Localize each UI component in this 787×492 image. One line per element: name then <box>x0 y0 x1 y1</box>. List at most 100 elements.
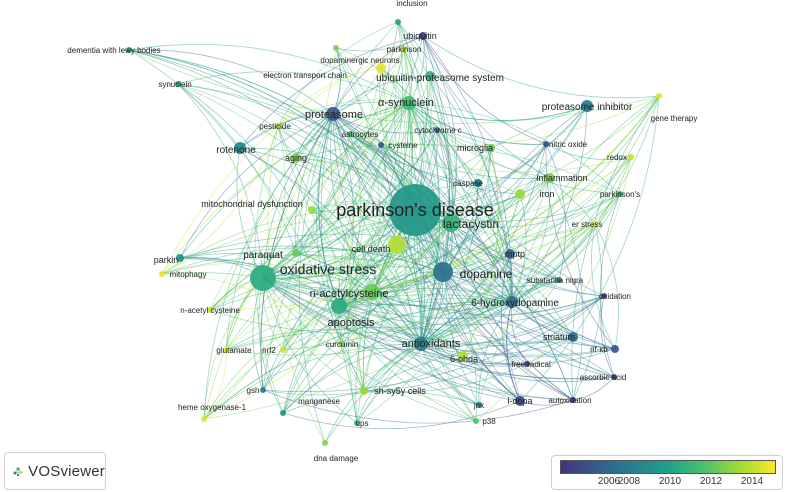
keyword-node-autoxidation[interactable] <box>570 397 576 403</box>
keyword-label-6-hydroxydopamine[interactable]: 6-hydroxydopamine <box>471 298 559 309</box>
keyword-label-oxidation[interactable]: oxidation <box>599 292 631 301</box>
keyword-node-antioxidants[interactable] <box>414 337 428 351</box>
keyword-label-alpha-synuclein[interactable]: α-synuclein <box>378 97 434 109</box>
keyword-label-rotenone[interactable]: rotenone <box>216 145 256 156</box>
keyword-node-substantia-nigra[interactable] <box>556 277 562 283</box>
keyword-node-oxidation[interactable] <box>601 293 607 299</box>
keyword-label-synuclein[interactable]: synuclein <box>158 80 191 89</box>
keyword-label-gene-therapy[interactable]: gene therapy <box>651 114 698 123</box>
keyword-node-6-ohda[interactable] <box>458 351 468 361</box>
keyword-node-dopamine[interactable] <box>433 262 453 282</box>
keyword-label-cytochrome-c[interactable]: cytochrome c <box>414 126 462 135</box>
keyword-label-caspase[interactable]: caspase <box>453 179 483 188</box>
keyword-label-p38[interactable]: p38 <box>482 417 496 426</box>
keyword-label-nrf2[interactable]: nrf2 <box>262 346 276 355</box>
keyword-label-parkinsons[interactable]: parkinson's <box>600 190 640 199</box>
keyword-node-pesticide[interactable] <box>275 123 281 129</box>
keyword-label-inflammation[interactable]: inflammation <box>536 173 587 183</box>
keyword-node-lactacystin[interactable] <box>442 214 460 232</box>
keyword-label-dopaminergic-neurons[interactable]: dopaminergic neurons <box>320 56 399 65</box>
keyword-node-heme-oxygenase-1[interactable] <box>201 416 207 422</box>
keyword-node-mitochondrial-dysfunction[interactable] <box>308 206 316 214</box>
keyword-node-mitophagy[interactable] <box>159 271 165 277</box>
keyword-label-heme-oxygenase-1[interactable]: heme oxygenase-1 <box>178 403 247 412</box>
keyword-node-6-hydroxydopamine[interactable] <box>506 296 518 308</box>
keyword-label-lactacystin[interactable]: lactacystin <box>443 217 499 231</box>
keyword-label-paraquat[interactable]: paraquat <box>243 250 283 261</box>
keyword-label-inclusion[interactable]: inclusion <box>396 0 427 8</box>
keyword-node-apoptosis[interactable] <box>331 298 347 314</box>
keyword-node-manganese[interactable] <box>280 410 286 416</box>
keyword-label-striatum[interactable]: striatum <box>543 332 575 342</box>
keyword-node-gene-therapy[interactable] <box>656 93 662 99</box>
keyword-label-oxidative-stress[interactable]: oxidative stress <box>280 261 376 277</box>
keyword-node-striatum[interactable] <box>568 332 578 342</box>
keyword-node-rotenone[interactable] <box>234 142 246 154</box>
keyword-label-l-dopa[interactable]: l-dopa <box>507 396 532 406</box>
keyword-node-free-radical[interactable] <box>524 361 530 367</box>
keyword-label-ups[interactable]: ups <box>356 419 369 428</box>
keyword-node-nitric-oxide[interactable] <box>543 141 549 147</box>
keyword-node-inflammation[interactable] <box>545 173 555 183</box>
keyword-node-iron[interactable] <box>515 189 525 199</box>
keyword-node-cytochrome-c[interactable] <box>434 127 440 133</box>
keyword-node-parkinsons[interactable] <box>617 191 623 197</box>
keyword-node-electron-transport-chain[interactable] <box>376 63 386 73</box>
keyword-label-parkinson[interactable]: parkinson <box>387 45 422 54</box>
keyword-node-parkinson[interactable] <box>401 46 407 52</box>
keyword-label-dementia-with-lewy-bodies[interactable]: dementia with lewy bodies <box>67 46 160 55</box>
keyword-label-proteasome-inhibitor[interactable]: proteasome inhibitor <box>542 102 633 113</box>
keyword-label-mptp[interactable]: mptp <box>505 249 525 259</box>
keyword-node-ups[interactable] <box>354 420 360 426</box>
keyword-label-6-ohda[interactable]: 6-ohda <box>450 354 478 364</box>
keyword-label-dna-damage[interactable]: dna damage <box>314 454 359 463</box>
keyword-label-n-acetyl-cysteine[interactable]: n-acetyl cysteine <box>180 306 240 315</box>
keyword-node-inclusion[interactable] <box>395 19 401 25</box>
keyword-node-dementia-with-lewy-bodies[interactable] <box>126 47 132 53</box>
keyword-label-parkinsons-disease[interactable]: parkinson's disease <box>336 200 494 220</box>
keyword-label-jnk[interactable]: jnk <box>473 401 485 410</box>
keyword-node-n-acetyl-cysteine[interactable] <box>207 307 213 313</box>
keyword-label-aging[interactable]: aging <box>285 153 307 163</box>
keyword-node-gsh[interactable] <box>260 387 266 393</box>
keyword-node-n-acetylcysteine[interactable] <box>364 284 380 300</box>
keyword-node-oxidative-stress[interactable] <box>250 265 276 291</box>
keyword-label-cell-death[interactable]: cell death <box>352 244 391 254</box>
keyword-label-manganese[interactable]: manganese <box>298 397 340 406</box>
keyword-label-pesticide[interactable]: pesticide <box>259 122 291 131</box>
keyword-node-alpha-synuclein[interactable] <box>402 96 416 110</box>
keyword-node-cysteine[interactable] <box>378 142 384 148</box>
keyword-label-astrocytes[interactable]: astrocytes <box>342 130 378 139</box>
keyword-label-n-acetylcysteine[interactable]: n-acetylcysteine <box>310 288 389 300</box>
keyword-label-proteasome[interactable]: proteasome <box>305 109 363 121</box>
keyword-label-iron[interactable]: iron <box>539 189 554 199</box>
keyword-node-curcumin[interactable] <box>339 341 345 347</box>
keyword-label-glutamate[interactable]: glutamate <box>216 346 252 355</box>
keyword-label-parkin[interactable]: parkin <box>154 255 179 265</box>
vosviewer-logo[interactable]: VOSviewer <box>4 452 106 490</box>
keyword-node-ubiquitin-proteasome-system[interactable] <box>425 71 435 81</box>
keyword-node-ascorbic-acid[interactable] <box>611 374 617 380</box>
keyword-node-astrocytes[interactable] <box>347 131 353 137</box>
keyword-label-curcumin[interactable]: curcumin <box>326 340 358 349</box>
keyword-node-proteasome[interactable] <box>326 107 340 121</box>
keyword-label-mitophagy[interactable]: mitophagy <box>170 270 207 279</box>
keyword-label-electron-transport-chain[interactable]: electron transport chain <box>263 71 347 80</box>
keyword-label-cysteine[interactable]: cysteine <box>388 141 418 150</box>
keyword-node-nfkb[interactable] <box>611 345 619 353</box>
keyword-node-parkinsons-disease[interactable] <box>389 184 441 236</box>
keyword-label-gsh[interactable]: gsh <box>247 386 260 395</box>
keyword-node-cell-death[interactable] <box>388 236 406 254</box>
keyword-node-jnk[interactable] <box>476 402 482 408</box>
keyword-label-free-radical[interactable]: free radical <box>511 360 551 369</box>
keyword-node-p38[interactable] <box>473 418 479 424</box>
keyword-label-er-stress[interactable]: er stress <box>572 220 603 229</box>
keyword-node-sh-sy5y-cells[interactable] <box>360 387 368 395</box>
keyword-label-sh-sy5y-cells[interactable]: sh-sy5y cells <box>374 386 426 396</box>
keyword-label-mitochondrial-dysfunction[interactable]: mitochondrial dysfunction <box>201 199 303 209</box>
keyword-node-dopaminergic-neurons[interactable] <box>333 45 339 51</box>
keyword-label-redox[interactable]: redox <box>607 153 627 162</box>
keyword-label-apoptosis[interactable]: apoptosis <box>327 317 375 329</box>
keyword-node-ubiquitin[interactable] <box>419 32 427 40</box>
keyword-node-microglia[interactable] <box>487 144 495 152</box>
